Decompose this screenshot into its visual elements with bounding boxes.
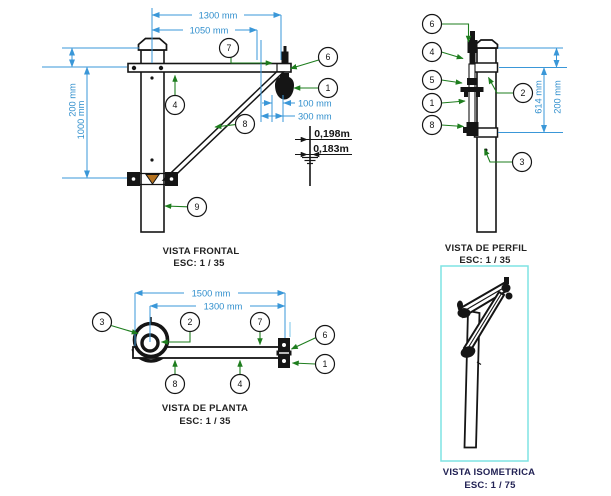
planta-view-scale: ESC: 1 / 35 [179, 416, 231, 427]
callout-4-planta: 4 [229, 373, 251, 395]
callout-7-planta: 7 [249, 311, 271, 333]
callout-8-frontal: 8 [234, 113, 256, 135]
callout-3-perfil: 3 [511, 151, 533, 173]
callout-1-planta-label: 1 [323, 359, 328, 369]
callout-8-planta: 8 [164, 373, 186, 395]
dim-1050: 1050 mm [190, 26, 229, 36]
callout-6-planta: 6 [314, 324, 336, 346]
perfil-view-title: VISTA DE PERFIL [445, 243, 527, 254]
callout-9-frontal: 9 [186, 196, 208, 218]
isometric-viewport-box [440, 265, 529, 462]
dim-1300: 1300 mm [199, 11, 238, 21]
frontal-top-bolt [281, 46, 289, 64]
dim-1300-planta: 1300 mm [204, 302, 243, 312]
callout-1-planta: 1 [314, 353, 336, 375]
frontal-view-scale: ESC: 1 / 35 [173, 258, 225, 269]
callout-7-frontal-label: 7 [227, 43, 232, 53]
dim-100: 100 mm [298, 99, 332, 109]
clamp-detail-orange [145, 174, 160, 185]
callout-6-perfil-label: 6 [430, 19, 435, 29]
dim-1500: 1500 mm [192, 289, 231, 299]
ground-dim-top-label: 0,198m [314, 128, 350, 140]
callout-9-frontal-label: 9 [195, 202, 200, 212]
callout-4-frontal: 4 [164, 94, 186, 116]
dim-614: 614 mm [534, 80, 544, 114]
callout-5-perfil: 5 [421, 69, 443, 91]
callout-6-perfil: 6 [421, 13, 443, 35]
frontal-pole [137, 37, 168, 233]
callout-4-planta-label: 4 [238, 379, 243, 389]
callout-3-planta-label: 3 [100, 317, 105, 327]
callout-2-planta: 2 [179, 311, 201, 333]
callout-4-frontal-label: 4 [173, 100, 178, 110]
callout-6-frontal: 6 [317, 46, 339, 68]
callout-8-frontal-label: 8 [243, 119, 248, 129]
dim-1000: 1000 mm [76, 100, 86, 139]
callout-6-frontal-label: 6 [326, 52, 331, 62]
planta-view-title: VISTA DE PLANTA [162, 403, 248, 414]
callout-6-planta-label: 6 [323, 330, 328, 340]
callout-2-perfil-label: 2 [521, 88, 526, 98]
frontal-callouts: 7 4 6 1 8 9 [164, 37, 339, 218]
dim-200-frontal: 200 mm [68, 83, 78, 117]
perfil-dimensions: 200 mm 614 mm [498, 47, 567, 133]
callout-7-planta-label: 7 [258, 317, 263, 327]
iso-pole-clamp [460, 346, 476, 358]
callout-2-planta-label: 2 [188, 317, 193, 327]
ground-dim-bottom-label: 0,183m [313, 143, 349, 155]
isometric-structure [457, 277, 513, 449]
frontal-dimensions: 1300 mm 1050 mm 200 mm 1000 mm 100 mm 30… [42, 8, 332, 179]
callout-4-perfil-label: 4 [430, 47, 435, 57]
callout-7-frontal: 7 [218, 37, 240, 59]
iso-end-hardware [504, 277, 509, 284]
isometrica-view: VISTA ISOMETRICA ESC: 1 / 75 [440, 265, 535, 491]
planta-end-clamp [276, 338, 292, 368]
callout-5-perfil-label: 5 [430, 75, 435, 85]
frontal-ground-detail: 0,198m 0,183m [295, 126, 352, 186]
dim-300: 300 mm [298, 112, 332, 122]
callout-1-frontal: 1 [317, 77, 339, 99]
perfil-view: 200 mm 614 mm 6 4 5 [421, 13, 567, 266]
callout-8-planta-label: 8 [173, 379, 178, 389]
frontal-view-title: VISTA FRONTAL [163, 246, 240, 257]
arm-plate-top [473, 62, 499, 73]
callout-8-perfil-label: 8 [430, 120, 435, 130]
isometrica-view-scale: ESC: 1 / 75 [464, 480, 516, 491]
planta-dimensions: 1500 mm 1300 mm [134, 287, 291, 346]
planta-structure [131, 317, 292, 368]
perfil-view-scale: ESC: 1 / 35 [459, 255, 511, 266]
pole-cap-perfil [474, 39, 499, 49]
isometrica-view-title: VISTA ISOMETRICA [443, 467, 535, 478]
callout-3-planta: 3 [91, 311, 113, 333]
frontal-crossarm [127, 62, 292, 73]
planta-callouts: 3 2 7 6 1 8 4 [91, 311, 336, 395]
callout-2-perfil: 2 [512, 82, 534, 104]
callout-4-perfil: 4 [421, 41, 443, 63]
callout-8-perfil: 8 [421, 114, 443, 136]
callout-3-perfil-label: 3 [520, 157, 525, 167]
dim-200-perfil: 200 mm [553, 80, 563, 114]
callout-1-perfil-label: 1 [430, 98, 435, 108]
perfil-hardware [460, 31, 484, 136]
callout-1-perfil: 1 [421, 92, 443, 114]
perfil-callouts: 6 4 5 1 8 2 3 [421, 13, 534, 173]
planta-view: 1500 mm 1300 mm 3 2 7 [91, 287, 336, 427]
frontal-insulator [275, 73, 294, 100]
callout-1-frontal-label: 1 [326, 83, 331, 93]
insulator-disc [460, 87, 484, 92]
frontal-pole-clamp [127, 172, 178, 186]
frontal-view: 0,198m 0,183m 1300 mm 1050 mm 200 mm 100… [42, 8, 352, 269]
iso-arm-joint [457, 308, 471, 318]
